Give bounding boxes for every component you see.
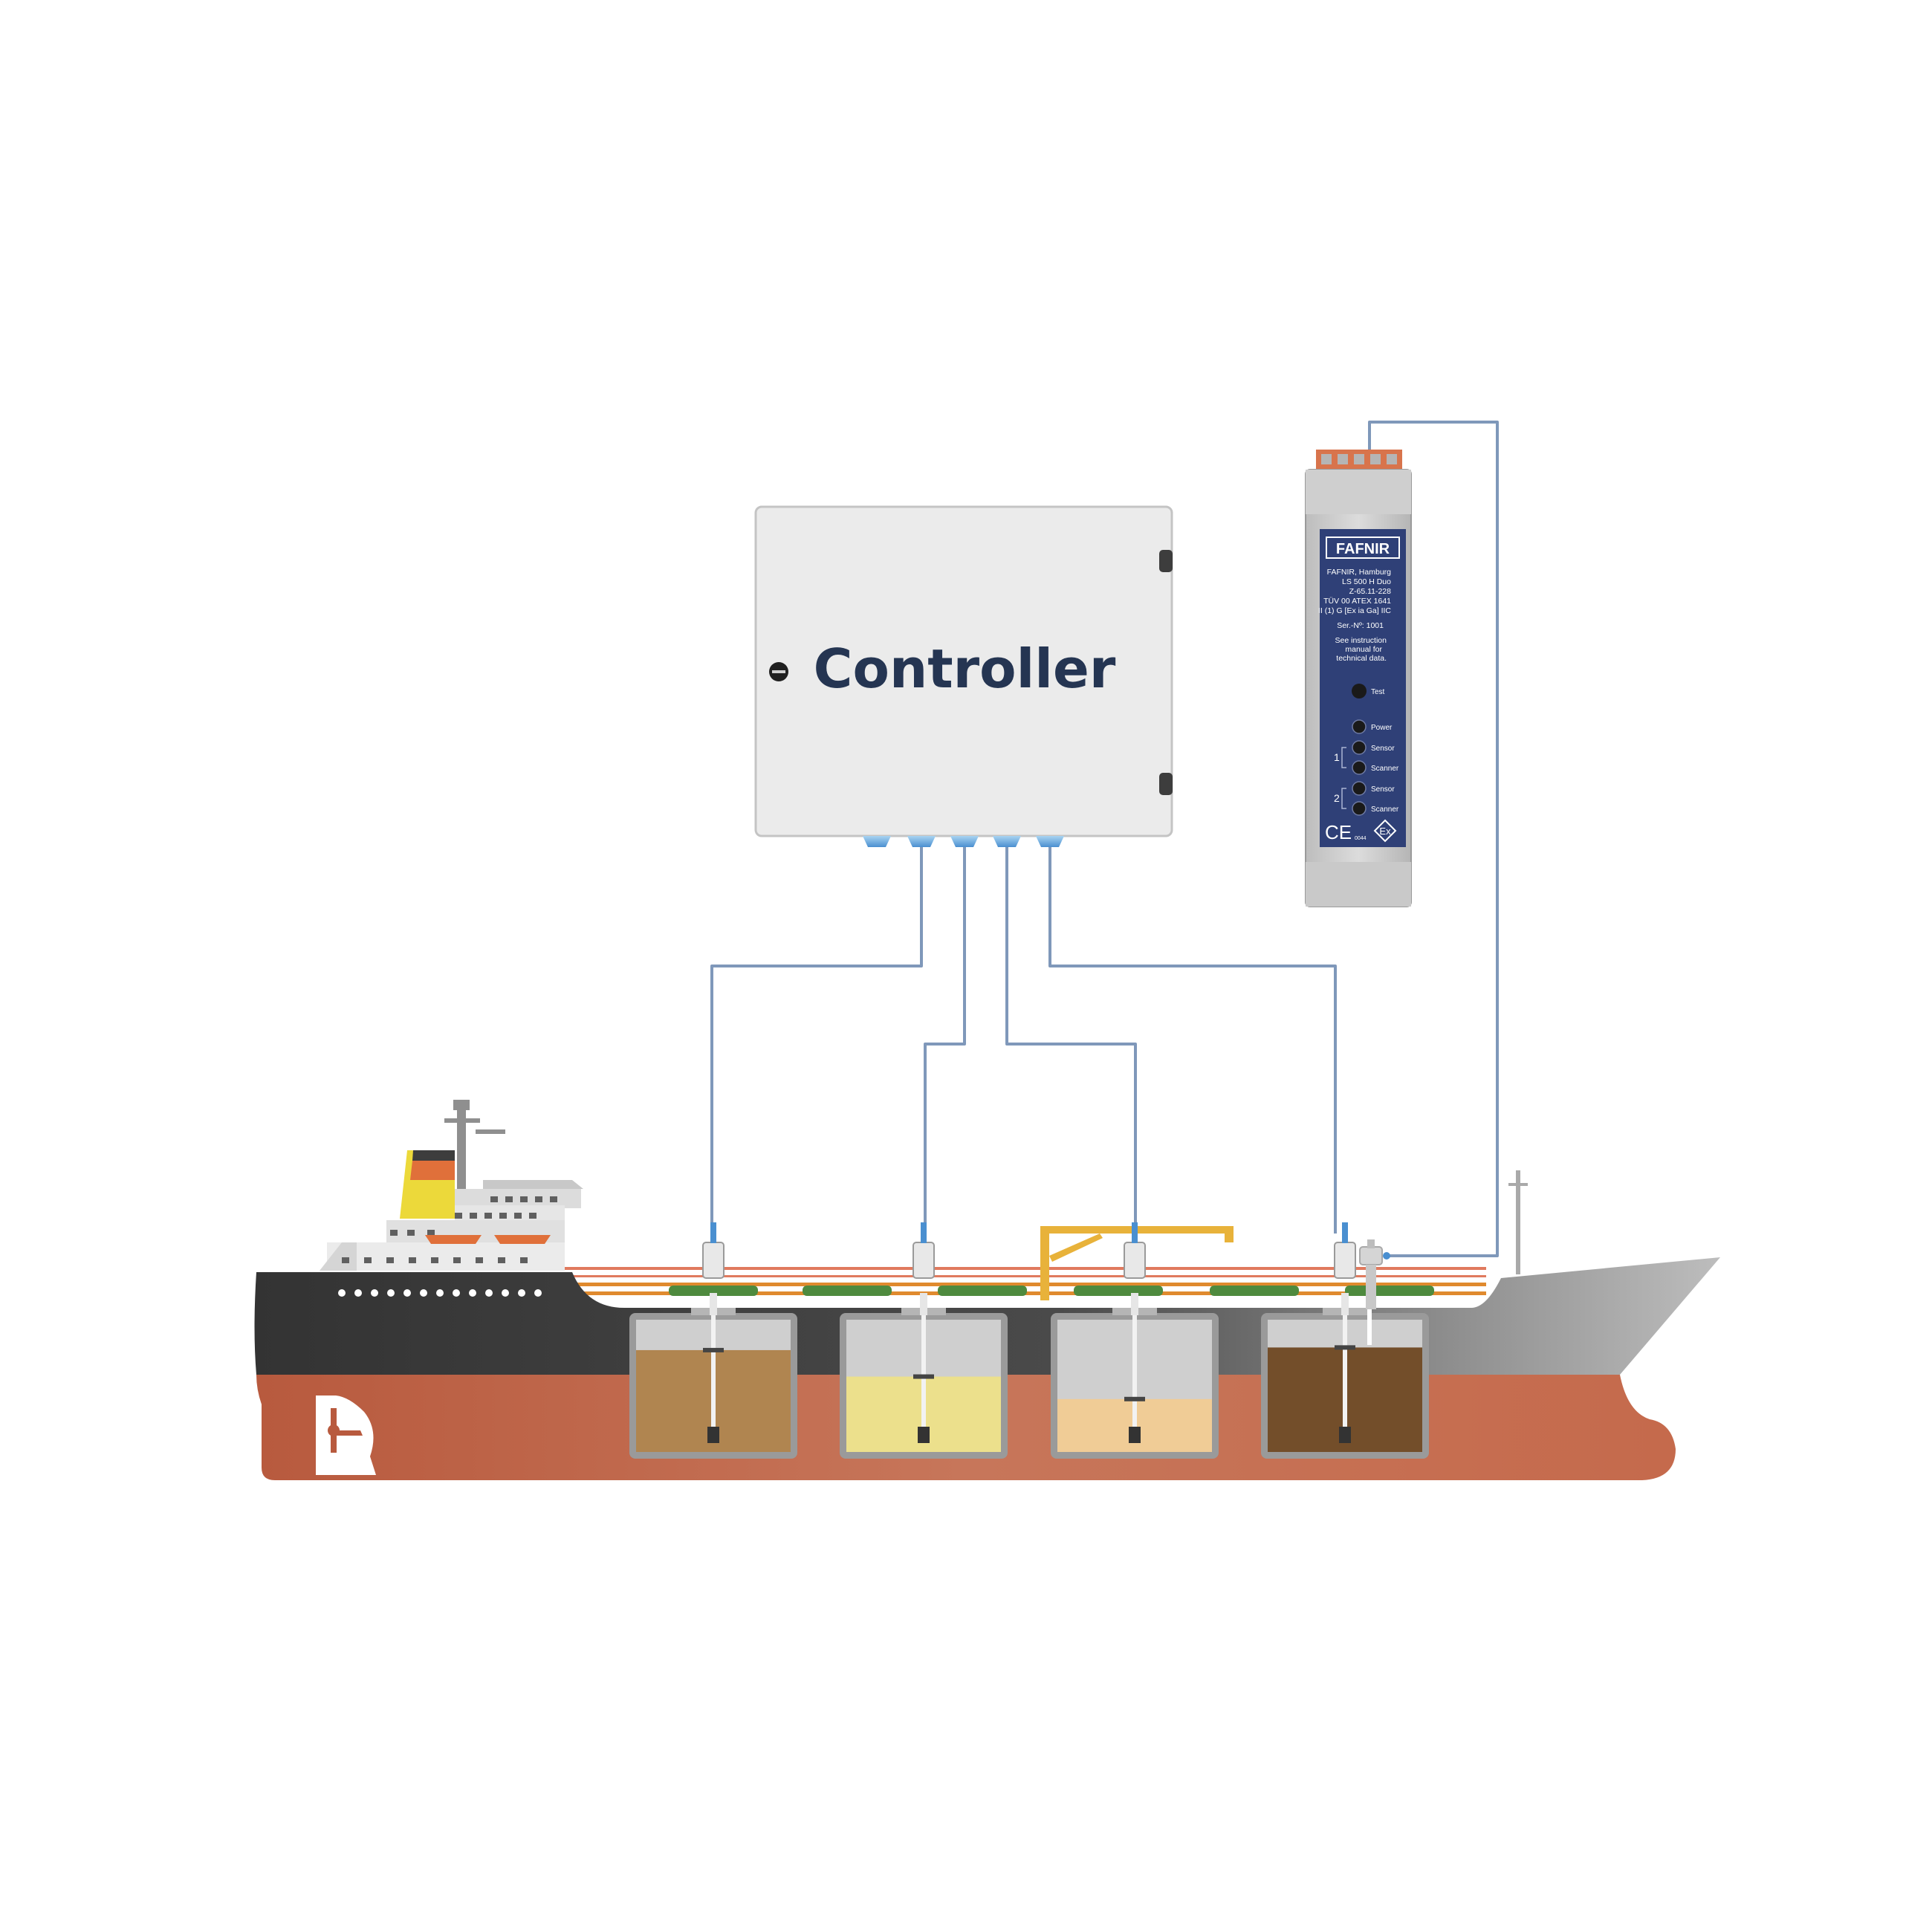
probe-rod <box>711 1315 716 1439</box>
probe-rod <box>1132 1315 1137 1439</box>
lifeboats <box>425 1235 551 1244</box>
controller-hinge-top <box>1159 550 1173 572</box>
probe-tube <box>1131 1293 1138 1315</box>
probe-rod <box>1343 1315 1347 1439</box>
probe-head <box>912 1242 935 1279</box>
cable-port <box>1036 836 1064 847</box>
cable-overfill-sensor <box>1368 421 1499 1257</box>
group-bracket <box>1341 788 1346 809</box>
probe-connector <box>1342 1222 1348 1243</box>
portholes <box>338 1289 542 1297</box>
scanner-2-label: Scanner <box>1371 805 1399 814</box>
probe-tube <box>920 1293 927 1315</box>
probe-tip <box>707 1427 719 1443</box>
device-spec-line: TÜV 00 ATEX 1641 <box>1323 597 1391 606</box>
terminal-block <box>1316 450 1402 472</box>
sensor-1-label: Sensor <box>1371 745 1395 753</box>
probe-tip <box>1129 1427 1141 1443</box>
probe-tip <box>918 1427 930 1443</box>
controller-label: Controller <box>814 638 1116 700</box>
probe-head <box>1124 1242 1146 1279</box>
cable-port <box>907 836 936 847</box>
controller-ports <box>863 836 1064 847</box>
controller-box[interactable]: Controller <box>754 505 1173 847</box>
probe-float <box>703 1347 724 1352</box>
sensor-2-label: Sensor <box>1371 785 1395 794</box>
cable-port <box>863 836 891 847</box>
controller-hinge-bottom <box>1159 773 1173 795</box>
probe-float <box>913 1374 934 1379</box>
superstructure <box>320 1100 583 1271</box>
cable-port <box>950 836 979 847</box>
cables <box>710 421 1499 1257</box>
tank-1 <box>629 1222 797 1459</box>
probe-tube <box>1341 1293 1349 1315</box>
probe-connector <box>1132 1222 1138 1243</box>
probe-connector <box>921 1222 927 1243</box>
ex-mark-icon: Ex <box>1373 819 1397 843</box>
device-spec-line: FAFNIR, Hamburg <box>1327 568 1392 577</box>
cable-probe-2 <box>924 847 966 1234</box>
power-led <box>1352 719 1367 734</box>
probe-tip <box>1339 1427 1351 1443</box>
scanner-1-label: Scanner <box>1371 765 1399 773</box>
probe-head <box>1334 1242 1356 1279</box>
bridge-windows <box>342 1196 557 1263</box>
svg-text:Ex: Ex <box>1379 826 1391 837</box>
probe-head <box>702 1242 724 1279</box>
tank-2 <box>840 1222 1008 1459</box>
probe-float <box>1124 1396 1145 1401</box>
notified-body-number: 0044 <box>1355 836 1367 841</box>
device-spec-line: Z-65.11-228 <box>1349 587 1392 596</box>
test-label: Test <box>1371 688 1385 696</box>
test-button[interactable] <box>1352 684 1367 698</box>
cargo-tanks <box>629 1222 1429 1459</box>
device-note-line: manual for <box>1345 645 1382 654</box>
device-brand-logo: FAFNIR <box>1336 541 1390 557</box>
power-label: Power <box>1371 724 1393 732</box>
tank-3 <box>1051 1222 1219 1459</box>
probe-connector <box>710 1222 716 1243</box>
device-serial: Ser.-Nº: 1001 <box>1337 621 1384 630</box>
cable-port <box>993 836 1021 847</box>
overfill-sensor <box>1359 1239 1390 1345</box>
probe-float <box>1335 1345 1355 1350</box>
overfill-prevention-device[interactable]: FAFNIR FAFNIR, Hamburg LS 500 H Duo Z-65… <box>1305 450 1412 907</box>
device-note-line: technical data. <box>1336 654 1387 663</box>
device-spec-line: LS 500 H Duo <box>1342 577 1391 586</box>
device-spec-line: II (1) G [Ex ia Ga] IIC <box>1318 606 1391 615</box>
group-2-number: 2 <box>1334 792 1340 804</box>
bow-mast <box>1508 1170 1528 1274</box>
scanner-1-led <box>1352 760 1367 775</box>
tank-4 <box>1261 1222 1429 1459</box>
scanner-2-led <box>1352 801 1367 816</box>
funnel <box>400 1150 455 1219</box>
group-1-number: 1 <box>1334 751 1340 763</box>
cable-probe-1 <box>710 847 923 1234</box>
ship <box>254 1100 1720 1480</box>
device-note-line: See instruction <box>1335 636 1387 645</box>
lock-icon[interactable] <box>769 662 788 681</box>
cable-probe-3 <box>1005 847 1137 1234</box>
group-bracket <box>1341 747 1346 768</box>
sensor-1-led <box>1352 740 1367 755</box>
ce-mark: CE <box>1325 821 1352 843</box>
sensor-2-led <box>1352 781 1367 796</box>
probe-tube <box>710 1293 717 1315</box>
propeller-icon <box>316 1395 376 1475</box>
cable-probe-4 <box>1048 847 1337 1234</box>
